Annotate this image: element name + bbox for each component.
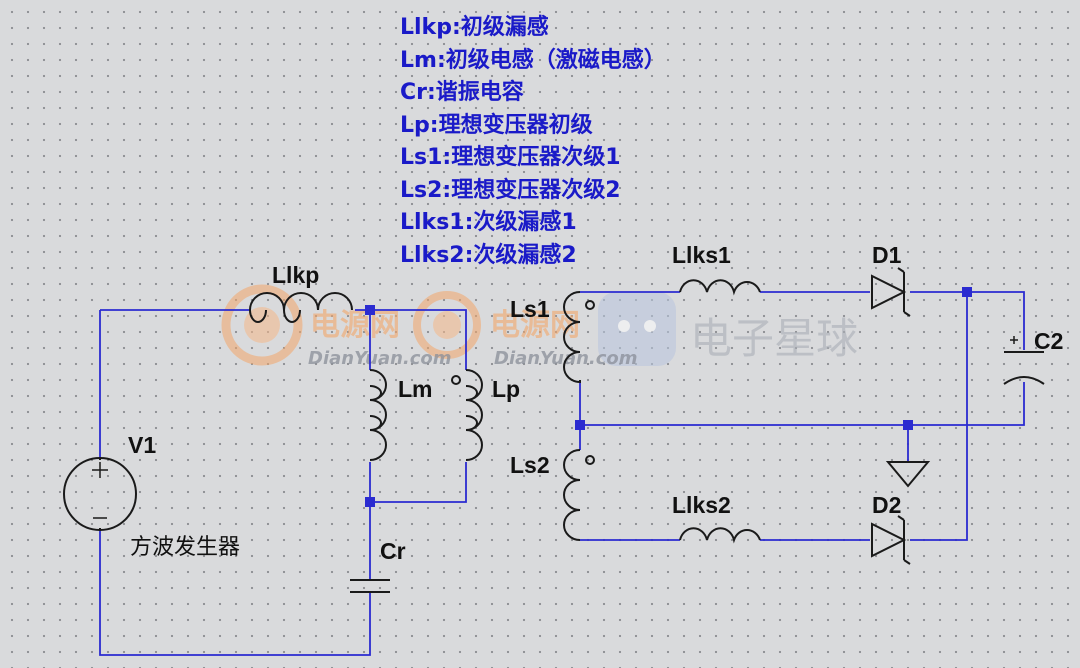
legend-item: Lp:理想变压器初级 — [400, 112, 593, 138]
d1-label: D1 — [872, 242, 902, 268]
legend-item: Llkp:初级漏感 — [400, 15, 549, 40]
c2-capacitor-symbol — [1003, 336, 1045, 385]
ls2-polarity-dot — [585, 455, 595, 465]
junction-dots — [365, 287, 972, 507]
ls2-label: Ls2 — [510, 452, 550, 478]
llks1-inductor-symbol — [679, 279, 761, 296]
cr-capacitor-symbol — [350, 579, 390, 593]
ls1-inductor-symbol — [563, 291, 581, 384]
legend-item: Llks1:次级漏感1 — [400, 210, 577, 235]
lp-inductor-symbol — [465, 369, 483, 461]
v1-description: 方波发生器 — [130, 535, 241, 560]
legend-item: Llks2:次级漏感2 — [400, 242, 577, 268]
legend-item: Lm:初级电感（激磁电感） — [400, 47, 666, 73]
legend-item: Cr:谐振电容 — [400, 80, 524, 105]
component-legend: Llkp:初级漏感 Lm:初级电感（激磁电感） Cr:谐振电容 Lp:理想变压器… — [400, 12, 666, 272]
lp-polarity-dot — [451, 375, 461, 385]
lm-label: Lm — [398, 376, 433, 402]
ls2-inductor-symbol — [563, 449, 581, 541]
v1-source-symbol — [63, 457, 137, 531]
legend-item: Ls2:理想变压器次级2 — [400, 177, 621, 203]
c2-label: C2 — [1034, 328, 1064, 354]
d1-diode-symbol — [871, 267, 911, 317]
ground-symbol — [885, 461, 931, 488]
llks1-label: Llks1 — [672, 242, 731, 268]
d2-diode-symbol — [871, 515, 911, 565]
v1-label: V1 — [128, 432, 157, 458]
llkp-label: Llkp — [272, 262, 320, 288]
llkp-inductor-symbol — [249, 292, 353, 323]
lm-inductor-symbol — [369, 369, 387, 461]
llks2-label: Llks2 — [672, 492, 731, 518]
cr-label: Cr — [380, 538, 406, 564]
llks2-inductor-symbol — [679, 527, 761, 544]
ls1-polarity-dot — [585, 300, 595, 310]
legend-item: Ls1:理想变压器次级1 — [400, 145, 621, 170]
d2-label: D2 — [872, 492, 902, 518]
lp-label: Lp — [492, 376, 521, 402]
ls1-label: Ls1 — [510, 296, 550, 322]
wires — [99, 291, 1025, 656]
